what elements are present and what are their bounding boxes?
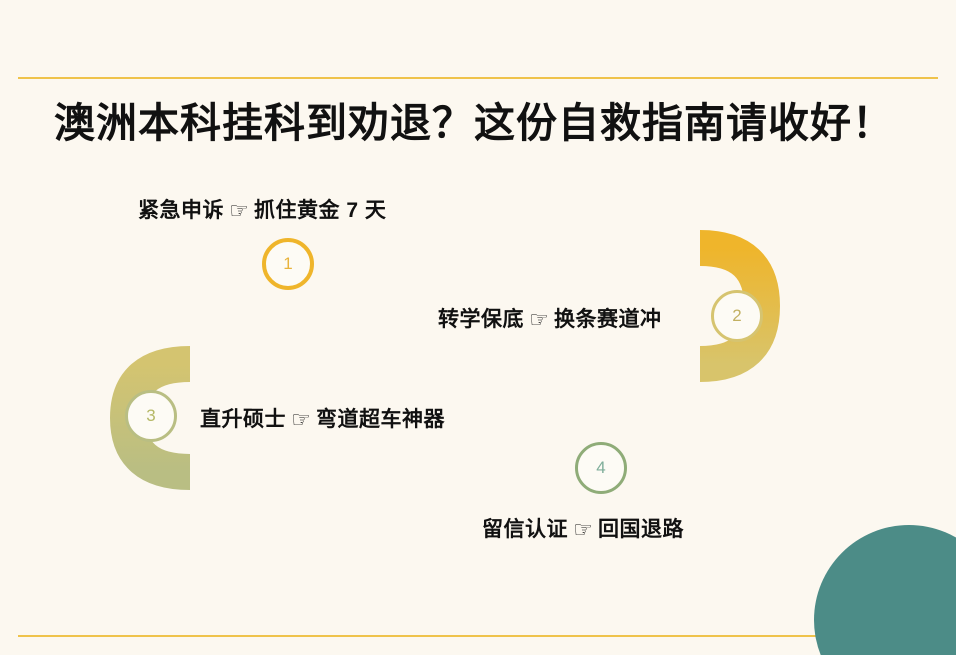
step-marker-1[interactable]: 1 bbox=[262, 238, 314, 290]
step-label-3-lead: 直升硕士 bbox=[200, 408, 286, 431]
serpentine-path-graphic bbox=[0, 230, 956, 490]
pointing-hand-icon: ☞ bbox=[291, 407, 311, 432]
step-label-4: 留信认证 ☞ 回国退路 bbox=[482, 513, 684, 543]
teal-corner-decoration bbox=[814, 525, 956, 655]
step-label-1-lead: 紧急申诉 bbox=[138, 199, 224, 222]
step-label-2-tail: 换条赛道冲 bbox=[554, 308, 662, 331]
step-label-3: 直升硕士 ☞ 弯道超车神器 bbox=[200, 403, 445, 433]
step-label-4-lead: 留信认证 bbox=[482, 518, 568, 541]
step-label-3-tail: 弯道超车神器 bbox=[316, 408, 445, 431]
pointing-hand-icon: ☞ bbox=[529, 307, 549, 332]
step-number-3: 3 bbox=[146, 406, 156, 425]
step-label-2: 转学保底 ☞ 换条赛道冲 bbox=[438, 303, 662, 333]
step-label-2-lead: 转学保底 bbox=[438, 308, 524, 331]
pointing-hand-icon: ☞ bbox=[229, 198, 249, 223]
pointing-hand-icon: ☞ bbox=[573, 517, 593, 542]
bottom-divider-rule bbox=[18, 635, 938, 637]
step-number-2: 2 bbox=[732, 306, 742, 325]
step-label-4-tail: 回国退路 bbox=[598, 518, 684, 541]
step-label-1: 紧急申诉 ☞ 抓住黄金 7 天 bbox=[138, 194, 386, 224]
step-number-4: 4 bbox=[596, 458, 606, 477]
step-marker-3[interactable]: 3 bbox=[125, 390, 177, 442]
step-marker-2[interactable]: 2 bbox=[711, 290, 763, 342]
step-marker-4[interactable]: 4 bbox=[575, 442, 627, 494]
step-number-1: 1 bbox=[283, 254, 293, 273]
top-divider-rule bbox=[18, 77, 938, 79]
page-title: 澳洲本科挂科到劝退？这份自救指南请收好！ bbox=[54, 100, 894, 146]
step-label-1-tail: 抓住黄金 7 天 bbox=[254, 199, 387, 222]
